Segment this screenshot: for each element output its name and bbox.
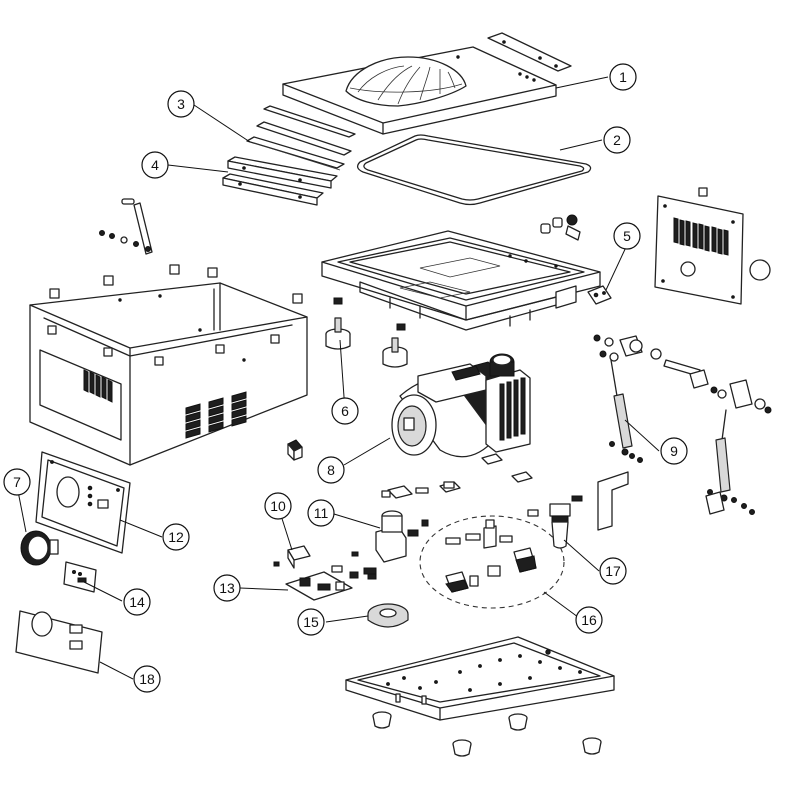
callout-1: 1 <box>609 63 637 91</box>
callout-label: 18 <box>139 671 155 687</box>
part-fittings-top <box>540 214 581 241</box>
callout-label: 7 <box>13 474 21 490</box>
callout-16: 16 <box>575 606 603 634</box>
part-solenoid-valve <box>375 485 429 563</box>
callout-4: 4 <box>141 151 169 179</box>
part-control-panel <box>35 451 131 554</box>
part-connector <box>273 545 311 569</box>
callout-label: 10 <box>270 498 286 514</box>
callout-label: 17 <box>605 563 621 579</box>
callout-label: 9 <box>670 443 678 459</box>
callout-15: 15 <box>297 608 325 636</box>
callout-label: 12 <box>168 529 184 545</box>
part-small-pcb <box>63 561 97 593</box>
callout-8: 8 <box>317 456 345 484</box>
part-isolator-feet <box>325 297 408 368</box>
callout-13: 13 <box>213 574 241 602</box>
part-gasket <box>356 134 592 206</box>
callout-18: 18 <box>133 665 161 693</box>
callout-10: 10 <box>264 492 292 520</box>
callout-9: 9 <box>660 437 688 465</box>
callout-label: 11 <box>314 505 329 521</box>
part-lid-cover <box>282 46 557 135</box>
part-small-fittings <box>331 481 455 580</box>
callout-17: 17 <box>599 557 627 585</box>
part-main-housing <box>29 264 308 466</box>
callout-label: 15 <box>303 614 319 630</box>
callout-label: 14 <box>129 594 145 610</box>
part-seal-strips <box>246 105 356 171</box>
callout-5: 5 <box>613 222 641 250</box>
part-switch-cube <box>287 439 303 461</box>
callout-2: 2 <box>603 126 631 154</box>
part-rear-panel <box>654 187 744 305</box>
part-pump-motor <box>391 353 533 493</box>
part-rod-screws <box>99 198 153 255</box>
part-channel-bars <box>222 156 338 206</box>
part-base-plate <box>345 636 615 721</box>
part-basin <box>321 230 601 331</box>
part-main-pcb <box>285 567 377 601</box>
part-bracket <box>587 285 612 305</box>
callout-7: 7 <box>3 468 31 496</box>
part-valve-manifold <box>445 519 537 593</box>
part-gas-springs <box>593 334 772 531</box>
callout-label: 6 <box>341 403 349 419</box>
callout-label: 8 <box>327 462 335 478</box>
callout-label: 16 <box>581 612 597 628</box>
callout-14: 14 <box>123 588 151 616</box>
callout-label: 5 <box>623 228 631 244</box>
part-toroid <box>367 603 409 628</box>
part-hinge-strip <box>487 32 572 72</box>
callout-label: 1 <box>619 69 627 85</box>
callout-label: 4 <box>151 157 159 173</box>
part-base-feet <box>372 711 602 757</box>
part-o-ring <box>749 259 771 281</box>
part-label-plate <box>15 610 103 674</box>
callout-label: 3 <box>177 96 185 112</box>
part-gauge <box>20 530 59 566</box>
callout-6: 6 <box>331 397 359 425</box>
part-filter <box>527 495 583 549</box>
callout-12: 12 <box>162 523 190 551</box>
callout-label: 13 <box>219 580 235 596</box>
callout-label: 2 <box>613 132 621 148</box>
valve-group-outline <box>419 515 565 609</box>
callout-3: 3 <box>167 90 195 118</box>
callout-11: 11 <box>307 499 335 527</box>
